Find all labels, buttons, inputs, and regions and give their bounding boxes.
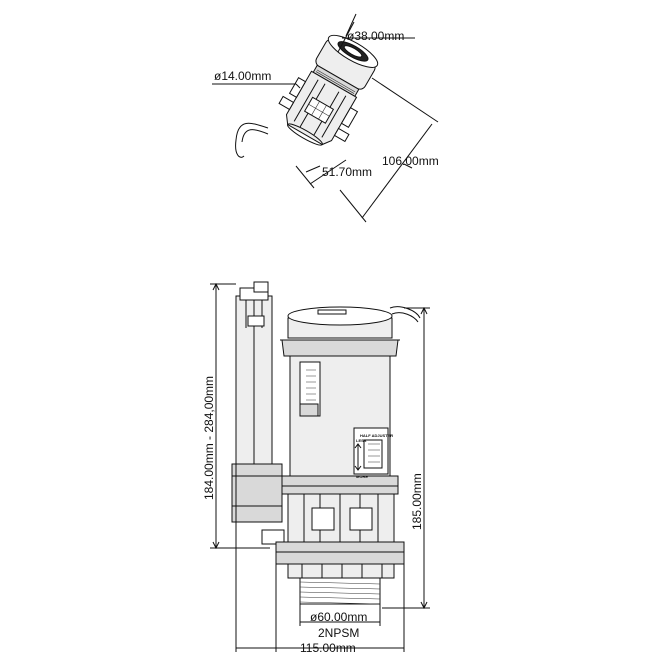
top-view-dimensions <box>212 13 439 223</box>
dim-height-range: 184.00mm - 284,00mm <box>202 376 216 500</box>
thread <box>299 577 381 605</box>
dim-base-width: 115.00mm <box>300 641 356 655</box>
adjuster-less-label: LESS <box>356 438 367 443</box>
adjuster-more-label: MORE <box>356 474 368 479</box>
dim-total-height: 185.00mm <box>410 473 424 530</box>
front-view-dimensions <box>210 282 430 652</box>
dim-thread-standard: 2NPSM <box>318 626 359 640</box>
half-adjuster-label: HALF ADJUSTER <box>360 433 393 438</box>
dim-cap-diameter: ø38.00mm <box>347 29 404 43</box>
dim-hose-diameter: ø14.00mm <box>214 69 271 83</box>
dim-top-width: 51.70mm <box>322 165 372 179</box>
dim-thread-diameter: ø60.00mm <box>310 610 367 624</box>
top-view-valve <box>235 34 379 158</box>
front-view-valve <box>231 281 421 605</box>
dim-top-length: 106.00mm <box>382 154 439 168</box>
